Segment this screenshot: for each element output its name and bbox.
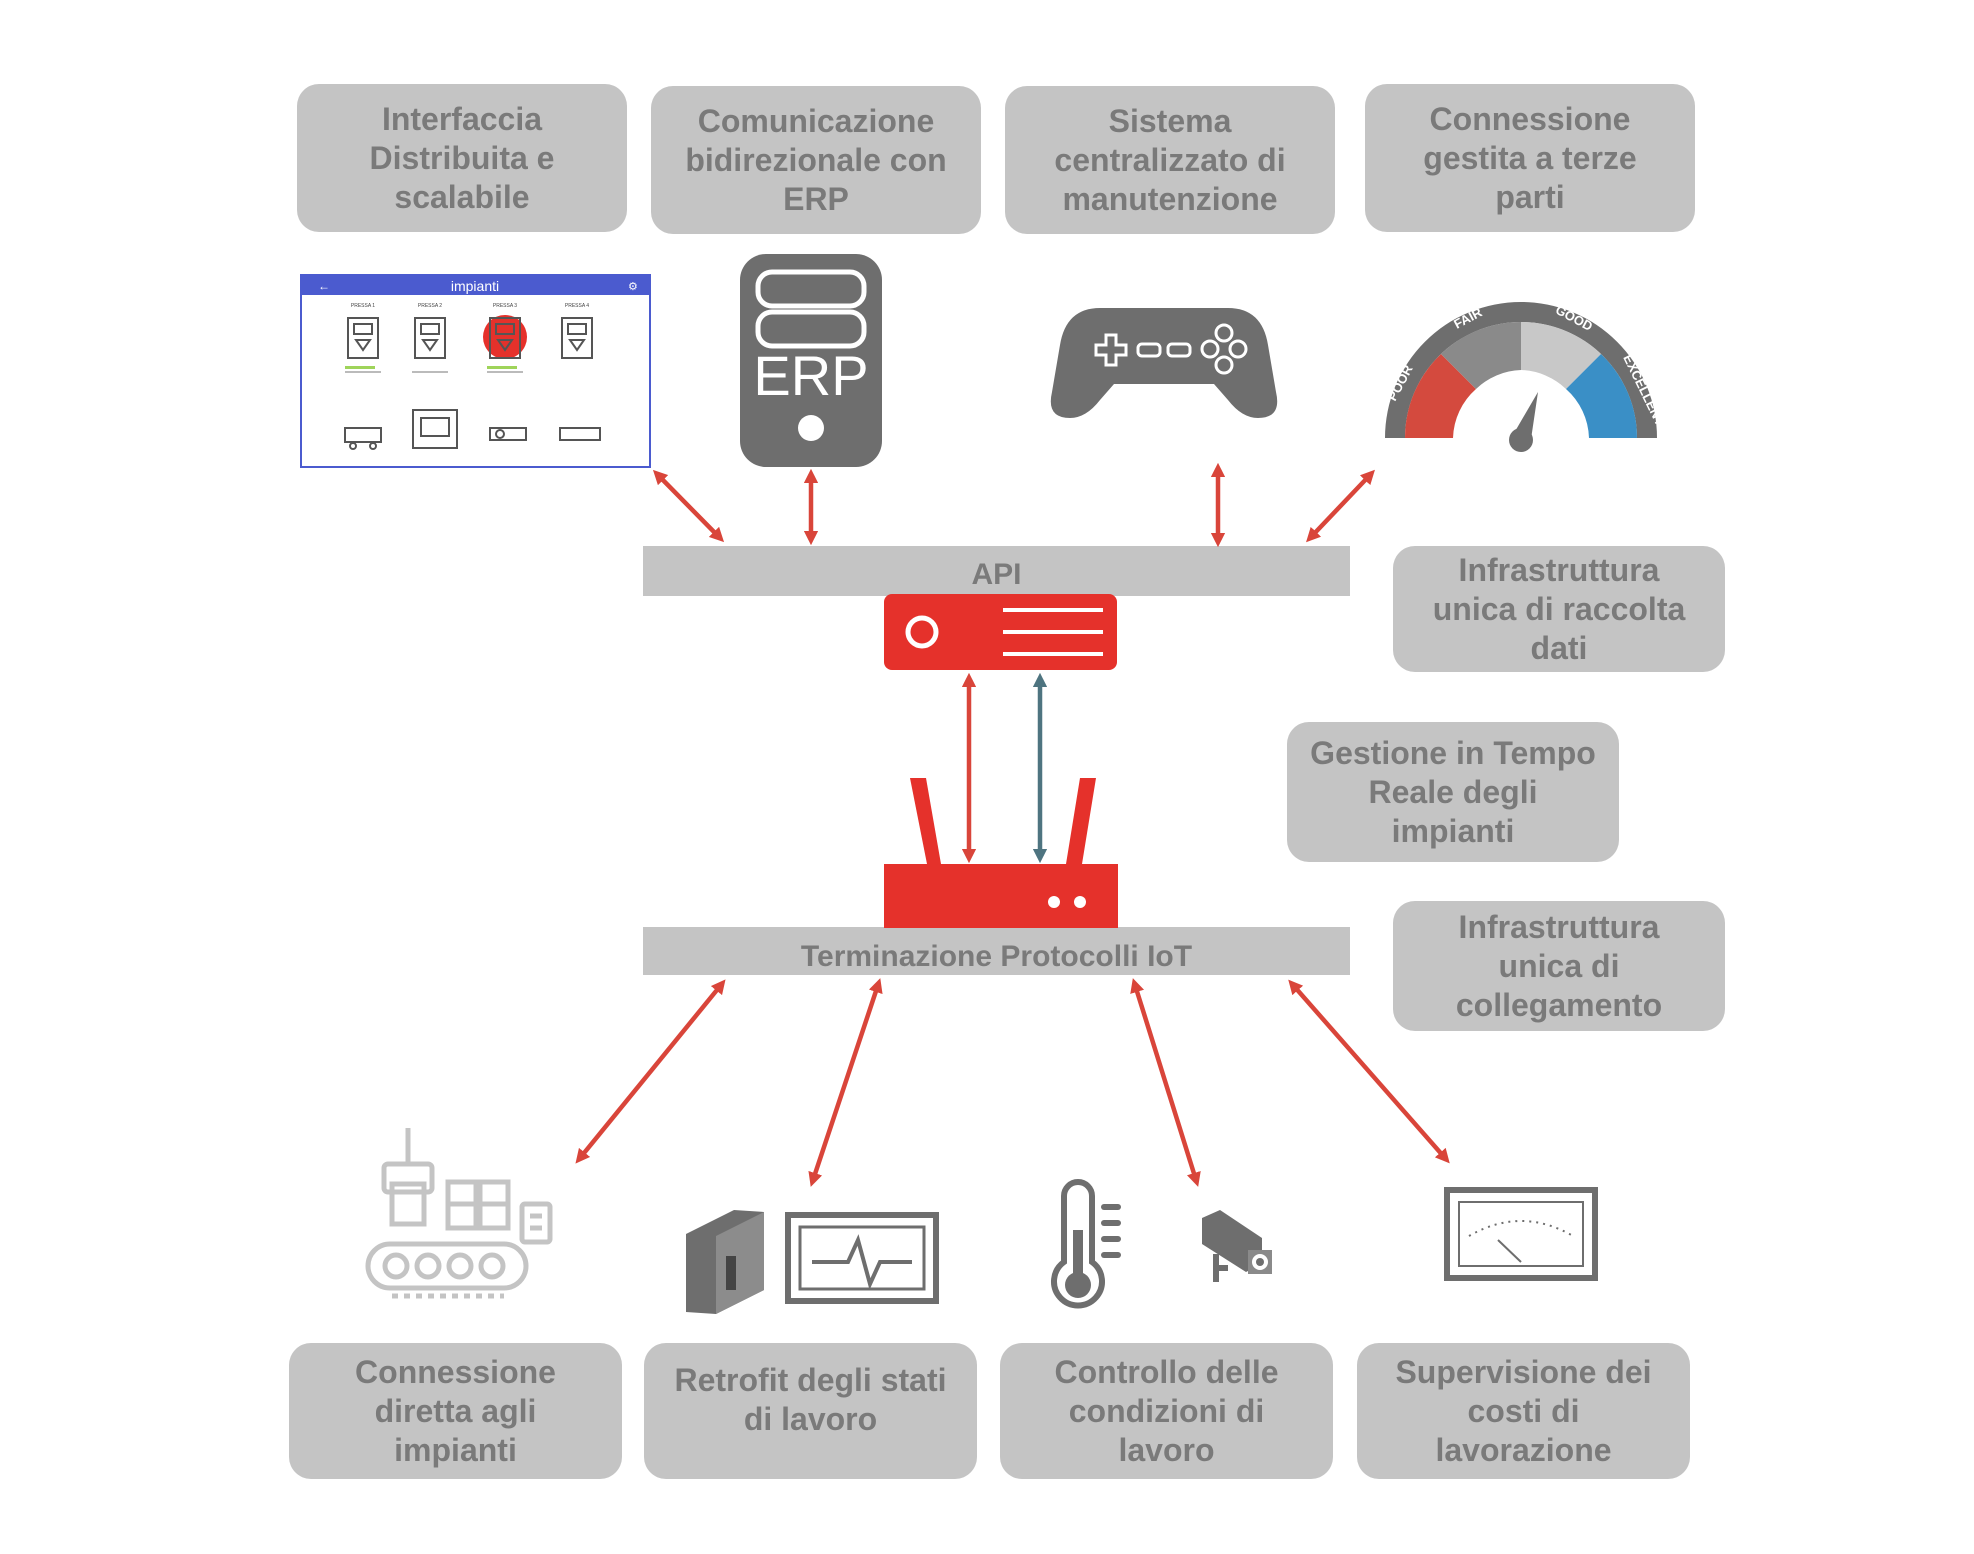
box-line: Comunicazione — [697, 102, 935, 139]
box-line: ERP — [783, 180, 849, 217]
side-box-realtime-management: Gestione in Tempo Reale degli impianti — [1287, 722, 1619, 862]
bottom-box-direct-connection: Connessione diretta agli impianti — [289, 1343, 622, 1479]
box-line: dati — [1530, 629, 1588, 666]
gauge-icon: POOR FAIR GOOD EXCELLENT — [1384, 302, 1668, 452]
status-bars — [345, 366, 517, 369]
arrow-gauge-api — [1306, 469, 1375, 543]
box-line: Distribuita e — [369, 139, 555, 176]
router-antenna-right — [1066, 778, 1096, 864]
box-line: manutenzione — [1062, 180, 1278, 217]
arrow-iot-conditions — [1130, 978, 1201, 1187]
top-arrows — [652, 462, 1375, 548]
box-line: scalabile — [394, 178, 530, 215]
box-line: Sistema — [1108, 102, 1232, 139]
box-line: diretta agli — [374, 1392, 537, 1429]
iot-termination-bar: Terminazione Protocolli IoT — [643, 927, 1350, 975]
box-line: Interfaccia — [381, 100, 543, 137]
bottom-box-retrofit: Retrofit degli stati di lavoro — [644, 1343, 977, 1479]
side-box-data-collection: Infrastruttura unica di raccolta dati — [1393, 546, 1725, 672]
monitor-screenshot: ← impianti ⚙ PRESSA 1 PRESSA 2 PRESSA 3 … — [300, 274, 651, 468]
box-line: condizioni di — [1068, 1392, 1265, 1429]
top-box-third-party-connection: Connessione gestita a terze parti — [1365, 84, 1695, 232]
erp-server-icon: ERP — [740, 254, 882, 467]
box-line: centralizzato di — [1054, 141, 1286, 178]
analog-meter-icon — [1444, 1187, 1598, 1281]
box-line: unica di raccolta — [1432, 590, 1686, 627]
plc-icon — [686, 1210, 764, 1314]
press-machine-icons — [347, 317, 593, 359]
box-line: Infrastruttura — [1458, 551, 1660, 588]
screenshot-title: impianti — [451, 278, 499, 294]
back-arrow-icon[interactable]: ← — [318, 279, 330, 293]
box-line: Supervisione dei — [1395, 1353, 1652, 1390]
alarm-indicator — [483, 315, 527, 359]
router-antenna-left — [910, 778, 941, 864]
arrow-monitor-api — [652, 469, 725, 543]
box-line: parti — [1495, 178, 1565, 215]
box-line: di lavoro — [743, 1401, 878, 1437]
machine-icons-row2 — [344, 409, 601, 450]
api-bar: API — [643, 546, 1350, 596]
settings-icon[interactable]: ⚙ — [628, 281, 638, 293]
machine-label: PRESSA 2 — [418, 303, 442, 309]
camera-icon — [1202, 1210, 1272, 1282]
box-line: impianti — [1391, 812, 1515, 849]
box-line: bidirezionale con — [685, 141, 947, 178]
box-line: Gestione in Tempo — [1310, 734, 1596, 771]
box-line: Infrastruttura — [1458, 908, 1660, 945]
arrow-iot-costs — [1288, 979, 1450, 1164]
gamepad-icon — [1050, 308, 1278, 418]
box-line: Controllo delle — [1054, 1353, 1279, 1390]
thermometer-icon — [1051, 1179, 1121, 1309]
server-icon — [884, 594, 1117, 670]
box-line: costi di — [1467, 1392, 1580, 1429]
box-line: Reale degli — [1368, 773, 1538, 810]
machine-label: PRESSA 4 — [565, 303, 589, 309]
bottom-box-cost-supervision: Supervisione dei costi di lavorazione — [1357, 1343, 1690, 1479]
conveyor-machine-icon — [365, 1128, 553, 1299]
box-line: collegamento — [1455, 986, 1663, 1023]
top-box-distributed-interface: Interfaccia Distribuita e scalabile — [297, 84, 627, 232]
heartbeat-monitor-icon — [785, 1212, 939, 1304]
erp-label: ERP — [753, 344, 868, 407]
box-line: Retrofit degli stati — [674, 1362, 947, 1398]
box-line: Connessione — [355, 1353, 556, 1390]
top-box-erp-communication: Comunicazione bidirezionale con ERP — [651, 86, 981, 234]
box-line: unica di — [1498, 947, 1620, 984]
bottom-arrows — [575, 978, 1450, 1187]
router-icon — [884, 778, 1118, 928]
arrow-iot-retrofit — [808, 978, 883, 1187]
box-line: lavoro — [1118, 1431, 1215, 1468]
top-box-maintenance-system: Sistema centralizzato di manutenzione — [1005, 86, 1335, 234]
machine-label: PRESSA 1 — [351, 303, 375, 309]
box-line: gestita a terze — [1423, 139, 1637, 176]
box-line: impianti — [394, 1431, 517, 1468]
machine-label: PRESSA 3 — [493, 303, 517, 309]
box-line: Connessione — [1429, 100, 1631, 137]
bottom-box-work-conditions: Controllo delle condizioni di lavoro — [1000, 1343, 1333, 1479]
arrow-iot-machine — [575, 979, 726, 1164]
box-line: lavorazione — [1435, 1431, 1612, 1468]
